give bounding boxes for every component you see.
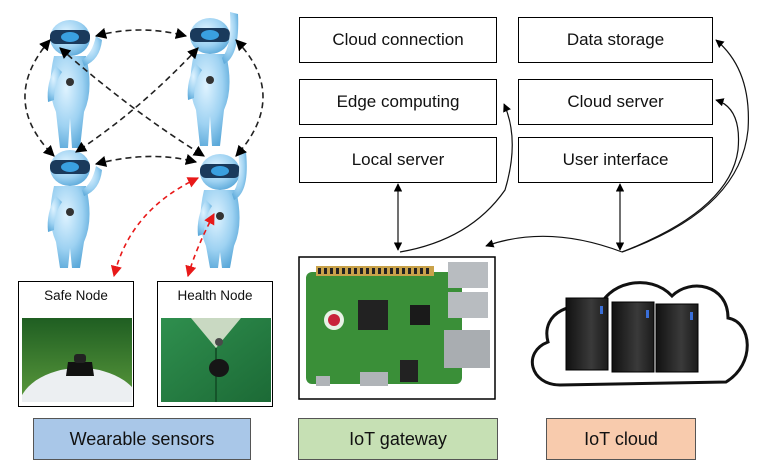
wearable-sensors-label: Wearable sensors xyxy=(69,428,215,449)
user-interface-box: User interface xyxy=(518,137,713,183)
iot-cloud-label-box: IoT cloud xyxy=(546,418,696,460)
mesh-link-left xyxy=(24,39,55,157)
safe-node-title: Safe Node xyxy=(44,288,108,303)
cloud-links xyxy=(485,39,749,253)
health-node-title: Health Node xyxy=(177,288,253,303)
mesh-link-bottom xyxy=(94,154,198,167)
health-node-card: Health Node xyxy=(157,281,273,407)
edge-computing-label: Edge computing xyxy=(336,92,460,111)
iot-cloud-label: IoT cloud xyxy=(584,428,658,449)
gateway-to-cloud-link xyxy=(485,235,623,253)
cloud-servers-illustration xyxy=(530,281,749,387)
cloud-server-label: Cloud server xyxy=(567,92,664,111)
edge-computing-box: Edge computing xyxy=(299,79,497,125)
iot-gateway-label: IoT gateway xyxy=(349,428,447,449)
mesh-links xyxy=(24,27,264,167)
local-server-box: Local server xyxy=(299,137,497,183)
health-node-photo xyxy=(161,318,271,402)
local-server-label: Local server xyxy=(351,150,445,169)
safe-node-photo xyxy=(22,318,132,402)
wearable-sensors-label-box: Wearable sensors xyxy=(33,418,251,460)
iot-gateway-label-box: IoT gateway xyxy=(298,418,498,460)
data-storage-box: Data storage xyxy=(518,17,713,63)
safe-node-card: Safe Node xyxy=(18,281,134,407)
mesh-link-right xyxy=(235,39,264,157)
gateway-links xyxy=(393,103,513,253)
person-figure-top-right xyxy=(187,12,239,146)
raspberry-pi-board xyxy=(298,256,496,400)
person-figure-bottom-right xyxy=(197,150,247,268)
mesh-link-diagonal-up xyxy=(75,47,199,153)
person-figure-bottom-left xyxy=(47,150,102,268)
cloud-server-box: Cloud server xyxy=(518,79,713,125)
cloud-server-link xyxy=(621,98,740,253)
data-storage-link xyxy=(621,39,749,253)
safe-node-link xyxy=(110,177,200,278)
user-interface-label: User interface xyxy=(562,150,669,169)
mesh-link-top xyxy=(94,27,188,39)
cloud-connection-label: Cloud connection xyxy=(332,30,464,49)
cloud-connection-box: Cloud connection xyxy=(299,17,497,63)
data-storage-label: Data storage xyxy=(566,30,665,49)
sensor-links xyxy=(110,177,215,278)
edge-computing-link xyxy=(399,103,513,253)
person-figure-top-left xyxy=(47,20,102,148)
